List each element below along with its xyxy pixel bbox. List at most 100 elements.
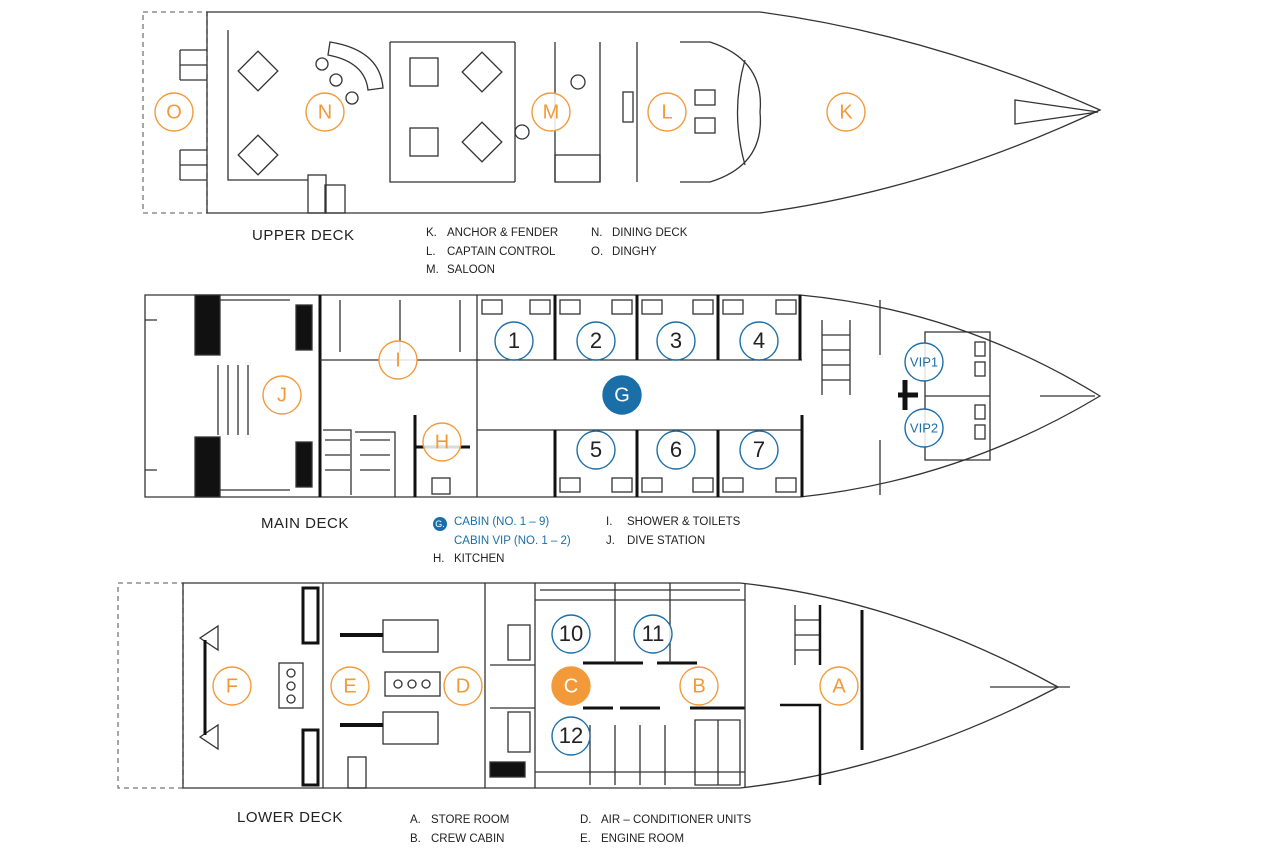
zone-label: H [435, 431, 449, 453]
zone-circle [656, 321, 696, 361]
zone-label: VIP1 [910, 354, 938, 369]
zone-marker-f: F [212, 666, 252, 706]
lower-deck-drawing [117, 582, 1070, 789]
zone-label: 1 [508, 328, 520, 353]
zone-circle [551, 716, 591, 756]
zone-label: F [226, 675, 238, 697]
zone-label: G [614, 384, 630, 406]
main-deck-drawing [144, 294, 1102, 498]
zone-marker-3: 3 [656, 321, 696, 361]
zone-marker-o: O [154, 92, 194, 132]
zone-marker-k: K [826, 92, 866, 132]
lower-legend-col2: D.AIR – CONDITIONER UNITS E.ENGINE ROOM [580, 811, 751, 848]
zone-marker-a: A [819, 666, 859, 706]
zone-marker-12: 12 [551, 716, 591, 756]
lower-legend-col1: A.STORE ROOM B.CREW CABIN [410, 811, 509, 848]
zone-marker-7: 7 [739, 430, 779, 470]
zone-circle [576, 430, 616, 470]
zone-circle [262, 375, 302, 415]
zone-label: 6 [670, 437, 682, 462]
zone-label: VIP2 [910, 420, 938, 435]
zone-circle [212, 666, 252, 706]
zone-label: 2 [590, 328, 602, 353]
zone-marker-1: 1 [494, 321, 534, 361]
zone-marker-b: B [679, 666, 719, 706]
legend-item: K.ANCHOR & FENDER [426, 227, 559, 239]
zone-marker-10: 10 [551, 614, 591, 654]
zone-circle [531, 92, 571, 132]
zone-circle [739, 430, 779, 470]
zone-circle [551, 666, 591, 706]
zone-circle [656, 430, 696, 470]
zone-circle [305, 92, 345, 132]
zone-marker-j: J [262, 375, 302, 415]
zone-circle [551, 614, 591, 654]
main-deck-title: MAIN DECK [261, 515, 349, 532]
zone-marker-11: 11 [633, 614, 673, 654]
legend-item: J.DIVE STATION [606, 534, 706, 547]
legend-item: I.SHOWER & TOILETS [606, 516, 741, 528]
zone-label: M [543, 101, 560, 123]
zone-marker-m: M [531, 92, 571, 132]
zone-circle [330, 666, 370, 706]
zone-circle [154, 92, 194, 132]
zone-label: 10 [559, 621, 583, 646]
legend-item: N.DINING DECK [591, 227, 688, 239]
zone-circle [602, 375, 642, 415]
cabin-key-dot: G. [433, 517, 447, 531]
zone-marker-c: C [551, 666, 591, 706]
zone-marker-vip1: VIP1 [904, 342, 944, 382]
zone-label: 7 [753, 437, 765, 462]
zone-circle [647, 92, 687, 132]
main-legend-col2: I.SHOWER & TOILETS J.DIVE STATION [606, 513, 740, 550]
zone-label: D [456, 675, 470, 697]
zone-circle [826, 92, 866, 132]
legend-item: O.DINGHY [591, 245, 657, 258]
zone-marker-4: 4 [739, 321, 779, 361]
zone-label: N [318, 101, 332, 123]
zone-label: J [277, 384, 287, 406]
upper-deck-title: UPPER DECK [252, 227, 355, 244]
zone-marker-l: L [647, 92, 687, 132]
zone-label: O [166, 101, 182, 123]
legend-item: B.CREW CABIN [410, 832, 505, 845]
zone-marker-n: N [305, 92, 345, 132]
zone-circle [378, 340, 418, 380]
lower-deck-title: LOWER DECK [237, 809, 343, 826]
legend-item: A.STORE ROOM [410, 814, 510, 826]
zone-label: 3 [670, 328, 682, 353]
zone-marker-g: G [602, 375, 642, 415]
zone-label: 5 [590, 437, 602, 462]
zone-circle [576, 321, 616, 361]
zone-circle [904, 342, 944, 382]
zone-label: I [395, 349, 401, 371]
legend-item: D.AIR – CONDITIONER UNITS [580, 814, 752, 826]
zone-circle [633, 614, 673, 654]
zone-marker-2: 2 [576, 321, 616, 361]
zone-label: E [343, 675, 356, 697]
zone-circle [494, 321, 534, 361]
upper-deck-drawing [142, 11, 1102, 214]
main-legend-col1: G.CABIN (NO. 1 – 9) CABIN VIP (NO. 1 – 2… [433, 513, 571, 569]
zone-circle [819, 666, 859, 706]
zone-label: L [661, 101, 672, 123]
zone-marker-h: H [422, 422, 462, 462]
zone-circle [679, 666, 719, 706]
zone-circle [904, 408, 944, 448]
zone-label: 12 [559, 723, 583, 748]
zone-circle [422, 422, 462, 462]
zone-marker-d: D [443, 666, 483, 706]
zone-marker-i: I [378, 340, 418, 380]
legend-item: G.CABIN (NO. 1 – 9) [433, 513, 571, 532]
legend-item: E.ENGINE ROOM [580, 832, 685, 845]
zone-label: 11 [642, 621, 665, 646]
zone-circle [443, 666, 483, 706]
zone-marker-5: 5 [576, 430, 616, 470]
legend-item: CABIN VIP (NO. 1 – 2) [454, 534, 571, 547]
zone-circle [739, 321, 779, 361]
zone-marker-vip2: VIP2 [904, 408, 944, 448]
zone-label: A [832, 675, 846, 697]
legend-item: M.SALOON [426, 264, 495, 276]
zone-marker-6: 6 [656, 430, 696, 470]
